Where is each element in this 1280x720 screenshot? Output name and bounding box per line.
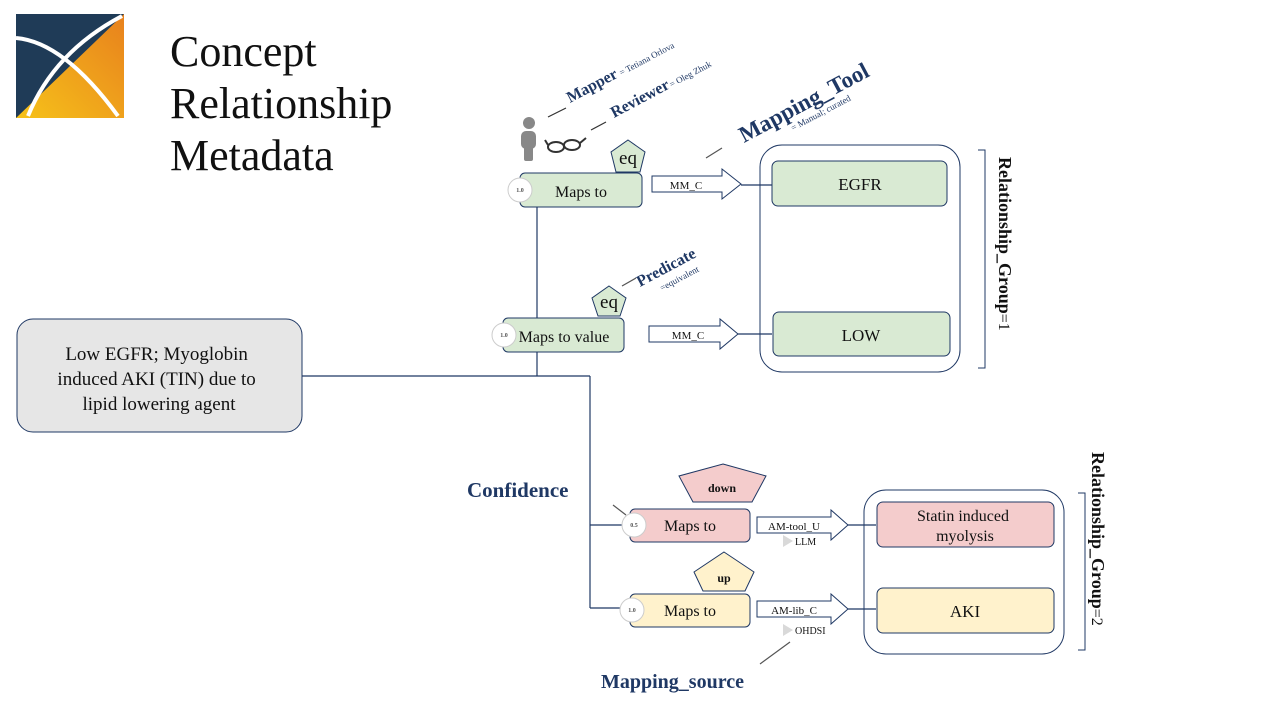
pentagon-icon xyxy=(591,285,627,317)
predicate-badge: eq xyxy=(619,148,637,169)
source-line: Low EGFR; Myoglobin xyxy=(65,344,248,365)
arrow-icon xyxy=(651,167,742,201)
predicate-badge: up xyxy=(717,571,731,585)
confidence-value: 1.0 xyxy=(500,333,508,339)
confidence-badge xyxy=(491,322,517,348)
source-line: lipid lowering agent xyxy=(82,394,236,415)
confidence-badge xyxy=(619,597,645,623)
arrow-icon xyxy=(756,508,849,542)
confidence-value: 1.0 xyxy=(516,188,524,194)
title-line: Relationship xyxy=(170,79,393,128)
mapping-source-code: OHDSI xyxy=(795,626,826,637)
arrow-icon xyxy=(756,592,849,626)
mapping-tool-label: Mapping_Tool xyxy=(735,58,874,147)
confidence-label: Confidence xyxy=(467,478,569,502)
target-concept-box xyxy=(772,311,951,357)
title-line: Metadata xyxy=(170,131,334,180)
confidence-badge xyxy=(621,512,647,538)
relationship-group-1-box xyxy=(759,144,961,373)
confidence-value: 0.5 xyxy=(630,523,638,529)
triangle-icon xyxy=(783,624,793,636)
target-concept-box xyxy=(771,160,948,207)
mapping-tool-code: MM_C xyxy=(672,330,704,342)
connector-lines xyxy=(302,107,876,665)
confidence-badge xyxy=(507,177,533,203)
relationship-name: Maps to xyxy=(664,518,716,535)
group-1-bracket xyxy=(978,149,986,369)
relationship-name: Maps to xyxy=(555,184,607,201)
mapping-source-code: LLM xyxy=(795,537,816,548)
relationship-name: Maps to xyxy=(664,603,716,620)
target-line: myolysis xyxy=(936,528,994,545)
source-concept-text: Low EGFR; Myoglobin induced AKI (TIN) du… xyxy=(57,344,260,415)
page-title: Concept Relationship Metadata xyxy=(170,26,392,182)
target-concept-text: Statin induced myolysis xyxy=(917,508,1013,545)
target-concept-box xyxy=(876,587,1055,634)
mapping-tool-code: MM_C xyxy=(670,180,702,192)
pentagon-icon xyxy=(678,463,767,503)
mapping-tool-code: AM-tool_U xyxy=(768,521,820,533)
ohdsi-logo xyxy=(15,14,124,118)
target-concept-box xyxy=(876,501,1055,548)
target-concept-text: AKI xyxy=(950,602,981,621)
mapping-source-label: Mapping_source xyxy=(601,671,744,693)
source-line: induced AKI (TIN) due to xyxy=(57,369,255,390)
relationship-group-1-label: Relationship_Group=1 xyxy=(995,157,1015,331)
pentagon-icon xyxy=(610,139,646,173)
mapping-tool-code: AM-lib_C xyxy=(771,605,817,617)
target-line: Statin induced xyxy=(917,508,1009,525)
predicate-badge: down xyxy=(708,481,736,495)
relationship-group-2-box xyxy=(863,489,1065,655)
relationship-name: Maps to value xyxy=(519,329,610,346)
source-concept-box xyxy=(16,318,303,433)
group-2-bracket xyxy=(1078,492,1086,651)
confidence-value: 1.0 xyxy=(628,608,636,614)
pentagon-icon xyxy=(693,551,755,592)
predicate-badge: eq xyxy=(600,292,618,313)
relationship-group-2-label: Relationship_Group=2 xyxy=(1088,452,1108,626)
target-concept-text: LOW xyxy=(842,326,882,345)
target-concept-text: EGFR xyxy=(838,175,882,194)
person-icon xyxy=(521,117,536,161)
triangle-icon xyxy=(783,535,793,547)
title-line: Concept xyxy=(170,27,317,76)
arrow-icon xyxy=(648,317,739,351)
glasses-icon xyxy=(544,137,587,153)
